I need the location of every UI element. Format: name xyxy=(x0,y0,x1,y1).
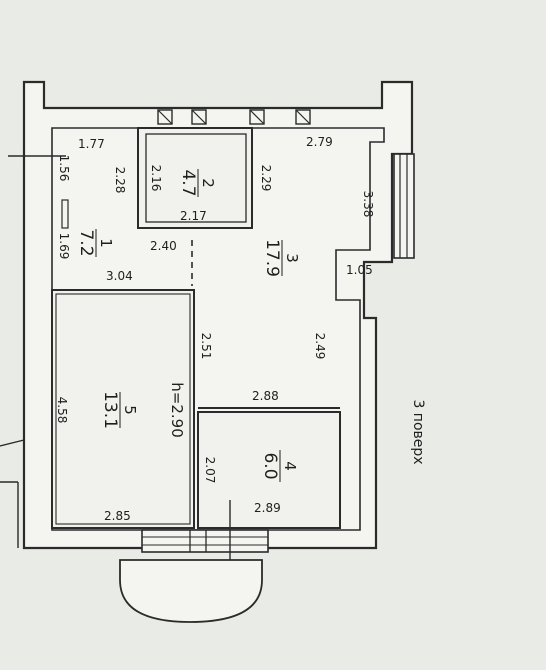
room-2-inner xyxy=(145,133,247,223)
dim-2-88: 2.88 xyxy=(252,389,279,403)
room-1-number: 1 xyxy=(97,238,115,248)
dim-2-16: 2.16 xyxy=(149,165,163,192)
dim-2-49: 2.49 xyxy=(313,333,327,360)
room-4 xyxy=(197,411,341,529)
dim-1-56: 1.56 xyxy=(57,155,71,182)
bottom-window xyxy=(141,529,269,553)
dim-1-05: 1.05 xyxy=(346,263,373,277)
dim-2-85: 2.85 xyxy=(104,509,131,523)
room-5-inner xyxy=(55,293,191,525)
room-2 xyxy=(137,127,253,229)
balcony-bay xyxy=(119,559,263,623)
dim-4-58: 4.58 xyxy=(55,397,69,424)
dim-2-51: 2.51 xyxy=(199,333,213,360)
right-window xyxy=(393,153,415,259)
dim-3-38: 3.38 xyxy=(361,191,375,218)
room-1-area: 7.2 xyxy=(76,229,96,256)
room-3-number: 3 xyxy=(283,253,301,263)
dim-2-79: 2.79 xyxy=(306,135,333,149)
dim-1-77: 1.77 xyxy=(78,137,105,151)
dim-2-29: 2.29 xyxy=(259,165,273,192)
vent-boxes xyxy=(157,109,311,125)
dim-2-40: 2.40 xyxy=(150,239,177,253)
dim-3-04: 3.04 xyxy=(106,269,133,283)
room-5-area: 13.1 xyxy=(100,391,120,429)
room-4-number: 4 xyxy=(281,461,299,471)
room-2-number: 2 xyxy=(199,178,217,188)
room-5-number: 5 xyxy=(121,405,139,415)
room-3-area: 17.9 xyxy=(262,239,282,277)
dim-2-89: 2.89 xyxy=(254,501,281,515)
dim-1-69: 1.69 xyxy=(57,233,71,260)
left-wall-stub xyxy=(0,439,25,447)
room-5 xyxy=(51,289,195,529)
floor-label: 3 поверх xyxy=(410,399,426,464)
dim-2-07: 2.07 xyxy=(203,457,217,484)
room-2-area: 4.7 xyxy=(178,169,198,196)
dim-2-28: 2.28 xyxy=(113,167,127,194)
room-4-area: 6.0 xyxy=(260,452,280,479)
ceiling-height: h=2.90 xyxy=(168,382,186,437)
entrance-door xyxy=(8,142,69,229)
dim-2-17: 2.17 xyxy=(180,209,207,223)
